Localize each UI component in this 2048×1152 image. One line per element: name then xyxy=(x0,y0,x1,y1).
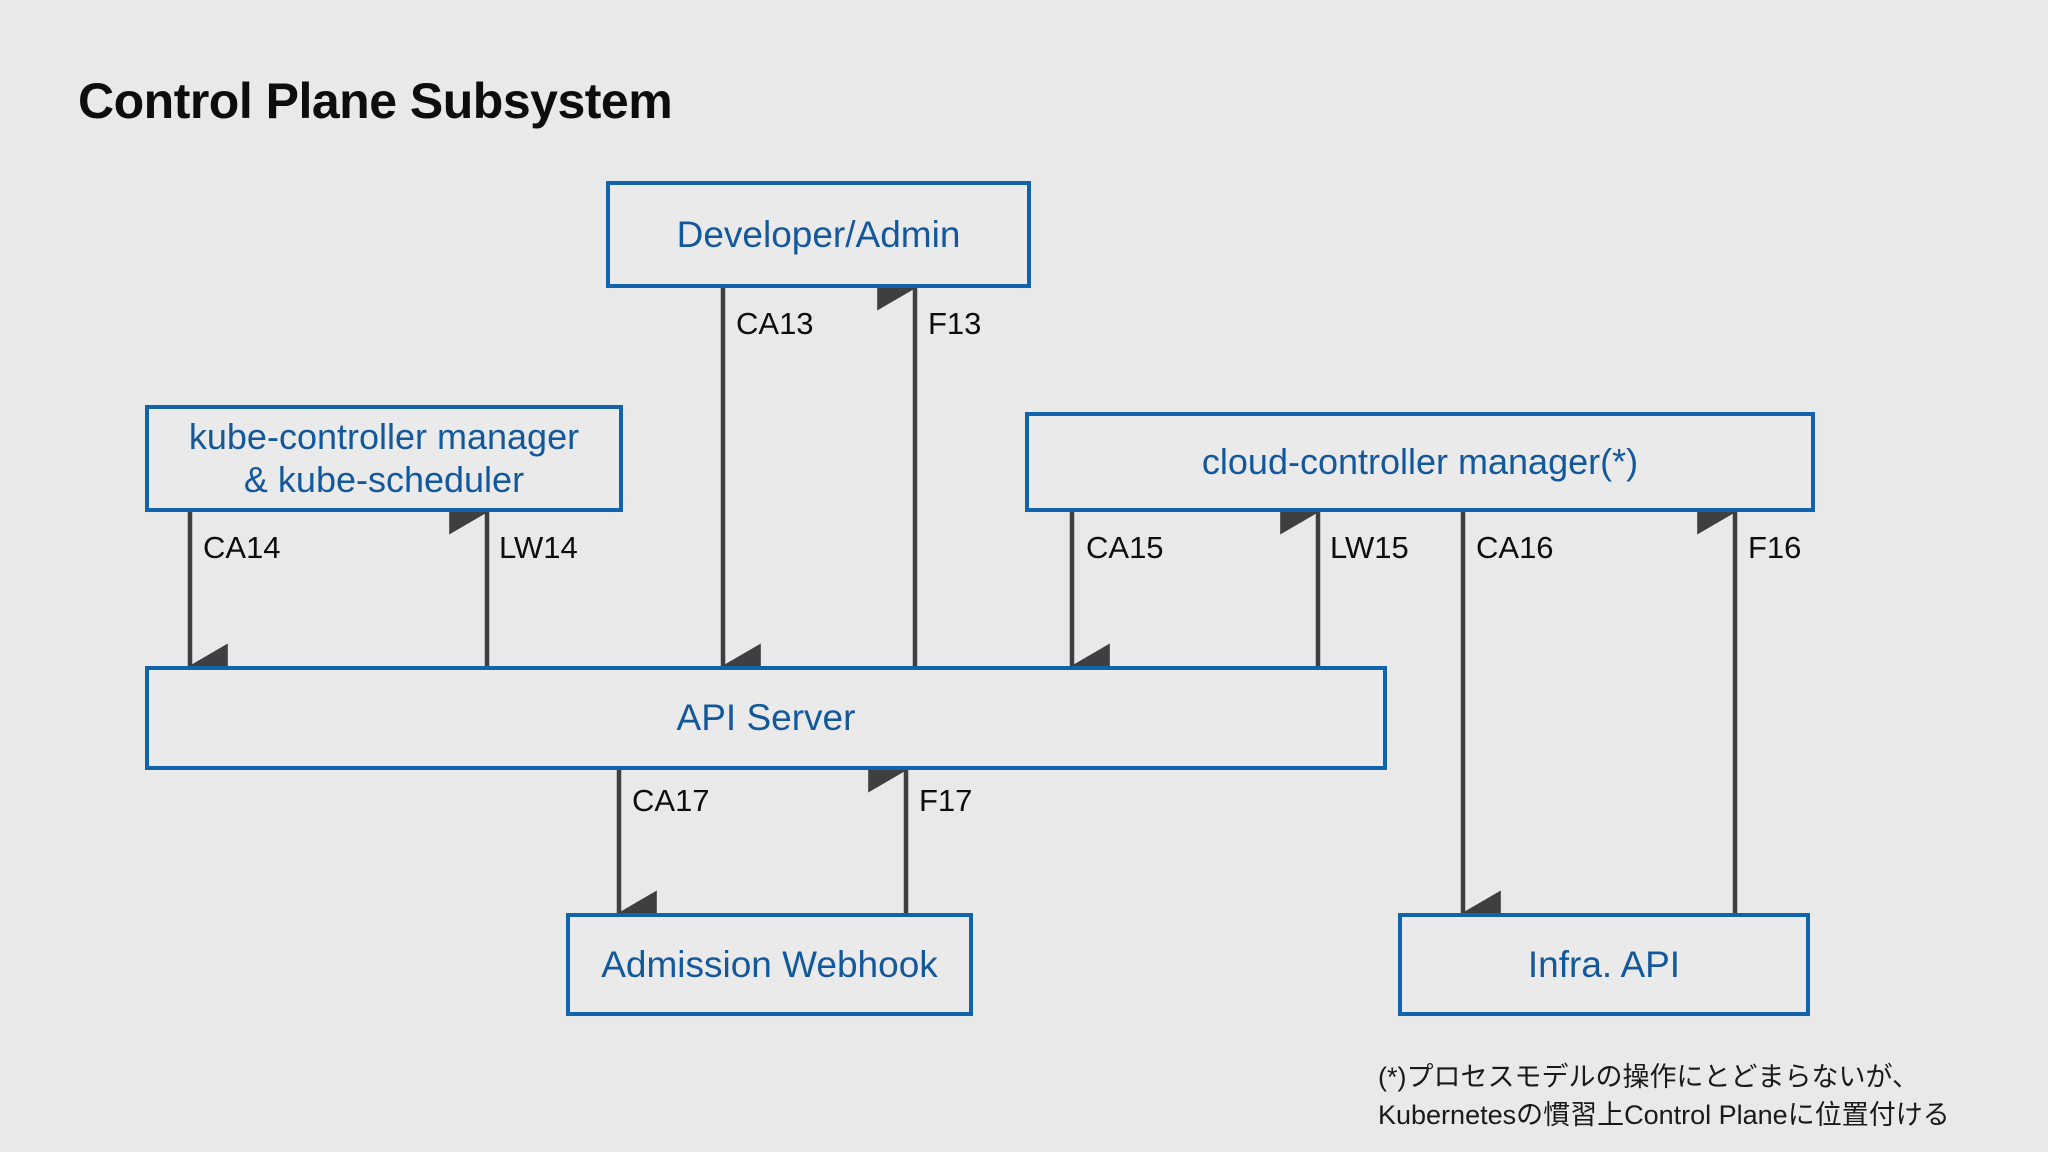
edge-label-ca13: CA13 xyxy=(736,306,814,341)
footnote-line-2: Kubernetesの慣習上Control Planeに位置付ける xyxy=(1378,1100,1950,1131)
edge-label-f13: F13 xyxy=(928,306,982,341)
node-admission-webhook-label: Admission Webhook xyxy=(601,943,938,985)
node-kube-controller-manager-label-line2: & kube-scheduler xyxy=(243,458,525,500)
node-kube-controller-manager-label-line1: kube-controller manager xyxy=(188,416,580,458)
node-cloud-controller-manager-label: cloud-controller manager(*) xyxy=(1201,440,1639,482)
footnote-line-1: (*)プロセスモデルの操作にとどまらないが、 xyxy=(1378,1062,1919,1092)
node-api-server-label: API Server xyxy=(676,697,856,739)
edge-label-f16: F16 xyxy=(1748,530,1802,565)
edge-label-ca15: CA15 xyxy=(1086,530,1164,565)
edge-label-lw15: LW15 xyxy=(1330,530,1409,565)
footnote: (*)プロセスモデルの操作にとどまらないが、 Kubernetesの慣習上Con… xyxy=(1378,1058,1950,1135)
node-developer-admin-label: Developer/Admin xyxy=(676,213,961,255)
page-title: Control Plane Subsystem xyxy=(78,73,673,129)
node-api-server[interactable]: API Server xyxy=(145,666,1387,770)
node-developer-admin[interactable]: Developer/Admin xyxy=(606,181,1031,288)
node-admission-webhook[interactable]: Admission Webhook xyxy=(566,913,973,1016)
node-cloud-controller-manager[interactable]: cloud-controller manager(*) xyxy=(1025,412,1815,512)
edge-label-f17: F17 xyxy=(919,783,973,818)
edge-label-ca16: CA16 xyxy=(1476,530,1554,565)
node-infra-api[interactable]: Infra. API xyxy=(1398,913,1810,1016)
edge-label-ca17: CA17 xyxy=(632,783,710,818)
node-kube-controller-manager[interactable]: kube-controller manager & kube-scheduler xyxy=(145,405,623,512)
edge-label-lw14: LW14 xyxy=(499,530,578,565)
edge-label-ca14: CA14 xyxy=(203,530,281,565)
node-infra-api-label: Infra. API xyxy=(1527,943,1681,985)
